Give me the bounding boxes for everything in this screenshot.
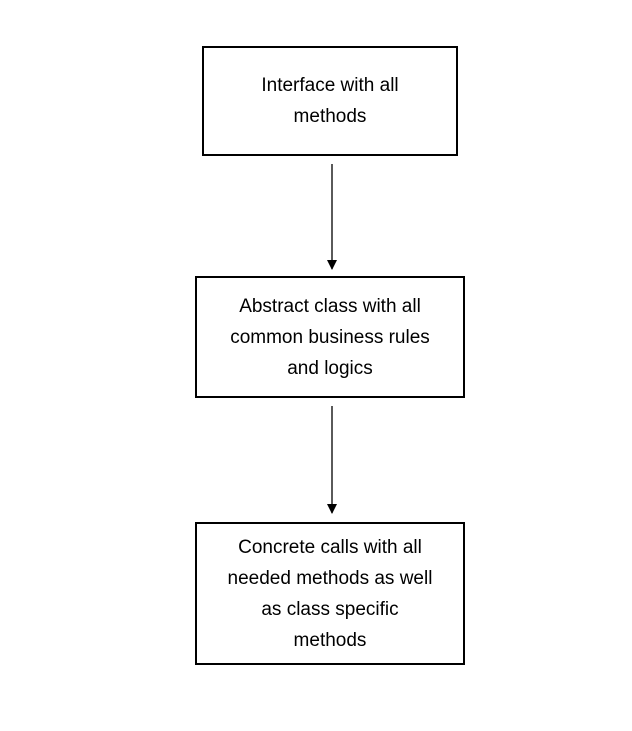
interface-node: Interface with all methods [202,46,458,156]
concrete-class-node: Concrete calls with all needed methods a… [195,522,465,665]
abstract-class-node: Abstract class with all common business … [195,276,465,398]
interface-node-label: Interface with all methods [261,75,399,127]
abstract-class-node-label: Abstract class with all common business … [230,295,430,379]
concrete-class-node-label: Concrete calls with all needed methods a… [227,536,433,651]
